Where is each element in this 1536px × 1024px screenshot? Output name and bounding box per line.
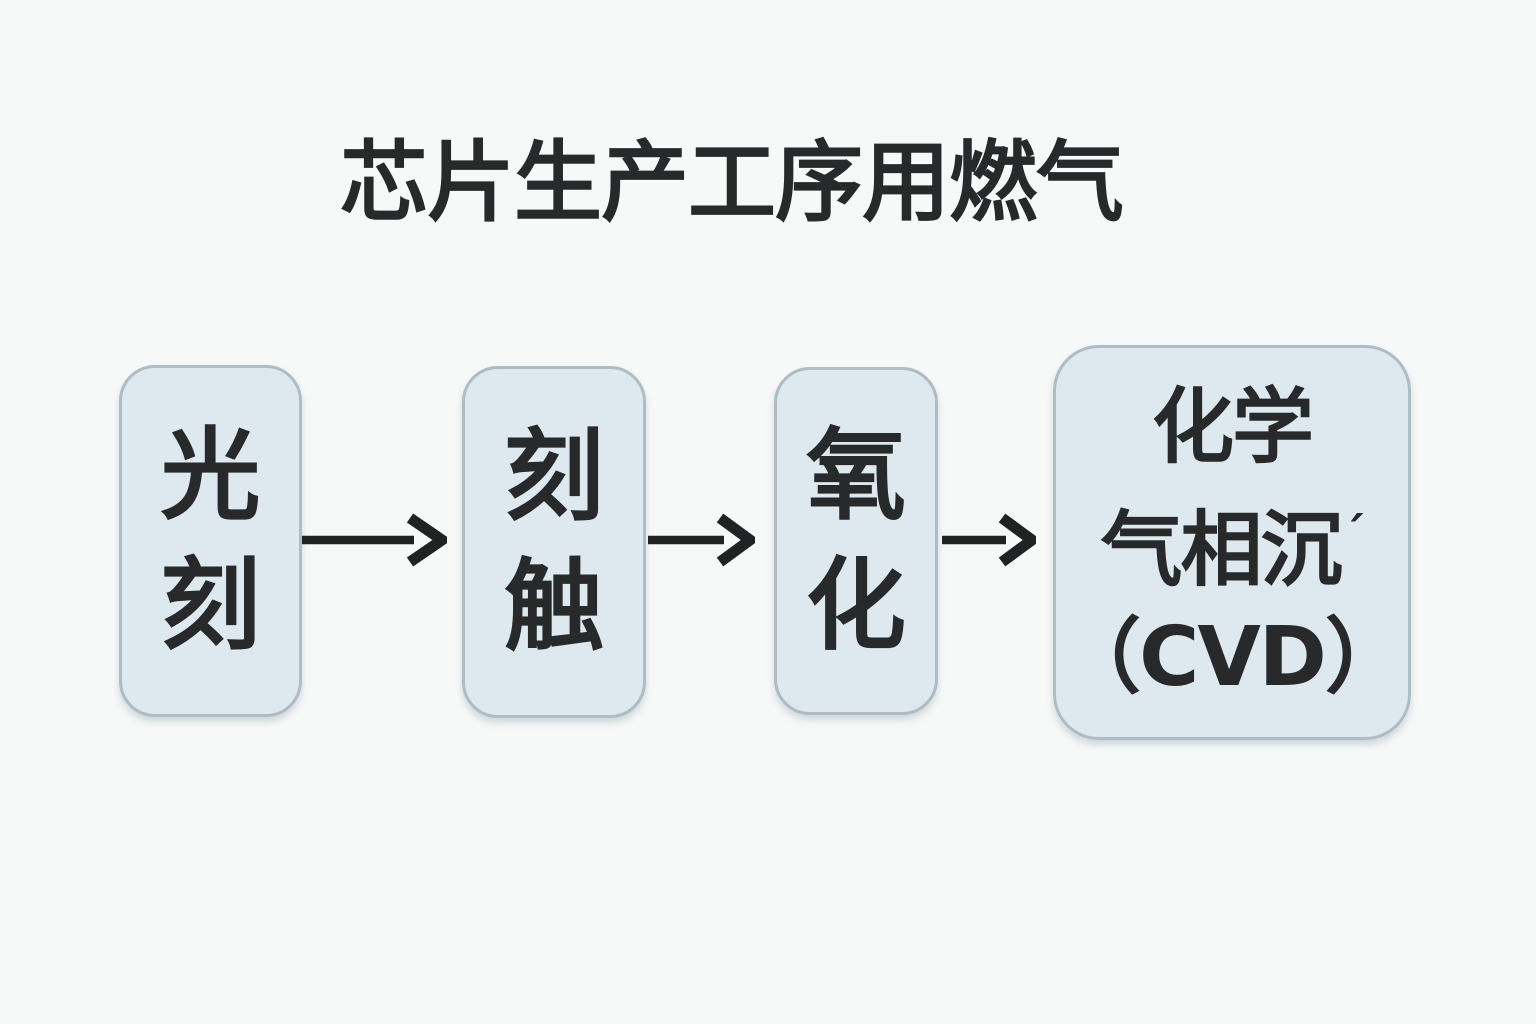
step-label-line: 刻 [504, 418, 604, 535]
step-label-line: （CVD） [1059, 610, 1407, 705]
arrow-right-icon [302, 510, 447, 570]
arrow-right-icon [942, 510, 1036, 570]
step-label-line: 触 [504, 548, 604, 665]
step-label-line: 气相沉ˊ [1100, 481, 1366, 604]
flow-step-lithography: 光 刻 [119, 365, 302, 717]
arrow-right-icon [648, 510, 755, 570]
step-label-line: 氧 [806, 417, 906, 534]
page-title: 芯片生产工序用燃气 [340, 131, 1124, 234]
flow-step-oxidation: 氧 化 [774, 367, 938, 715]
step-label-line-text: 气相沉 [1100, 503, 1342, 598]
step-label-line: 光 [160, 417, 261, 534]
stray-accent-mark: ˊ [1342, 507, 1366, 561]
step-label-line: 化 [806, 547, 906, 664]
flow-step-cvd: 化学 气相沉ˊ （CVD） [1053, 345, 1411, 740]
step-label-line: 化学 [1151, 380, 1314, 475]
step-label-line: 刻 [160, 547, 261, 664]
flow-step-etching: 刻 触 [462, 366, 646, 718]
